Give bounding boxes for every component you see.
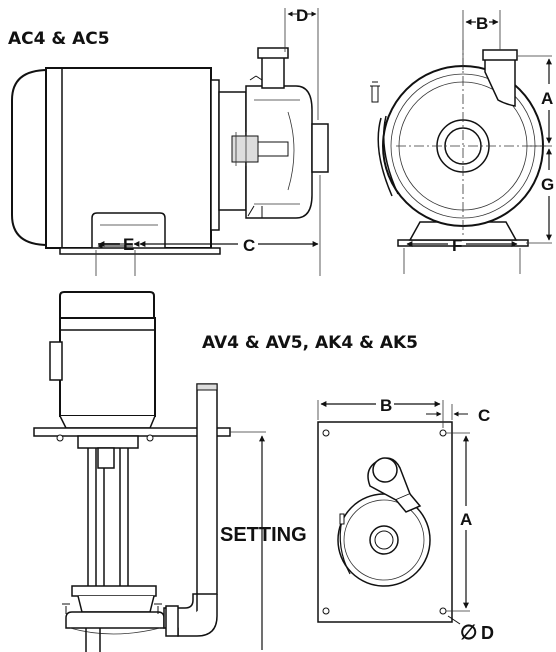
dimension-setting: SETTING: [220, 431, 307, 650]
dimension-d-top: D: [284, 6, 319, 120]
diameter-symbol: ∅: [460, 622, 477, 644]
label-e-top: E: [123, 235, 134, 254]
label-g-top: G: [541, 175, 554, 194]
dimension-b-c-bottom: B C: [317, 396, 490, 428]
label-a-bottom: A: [460, 510, 472, 529]
side-view-horizontal-pump: [11, 47, 329, 255]
label-a-top: A: [541, 89, 553, 108]
label-d-top: D: [296, 6, 308, 25]
model-label-bottom: AV4 & AV5, AK4 & AK5: [202, 333, 418, 353]
front-view-volute: [370, 40, 546, 247]
label-setting: SETTING: [220, 524, 307, 546]
label-f-top: F: [452, 236, 462, 255]
dimension-d-bottom: ∅ D: [447, 615, 494, 644]
dimension-b-top: B: [462, 10, 501, 70]
dimension-f-top: F: [403, 236, 521, 274]
label-d-bottom: D: [481, 623, 494, 643]
label-b-top: B: [476, 14, 488, 33]
mounting-plate-top-view: [317, 421, 453, 623]
label-c-top: C: [243, 236, 255, 255]
model-label-top: AC4 & AC5: [8, 29, 110, 49]
vertical-pump: [33, 291, 231, 652]
dimension-a-bottom: A: [446, 432, 472, 612]
dimension-a-g-top: A G: [518, 55, 554, 244]
label-b-bottom: B: [380, 396, 392, 415]
label-c-bottom: C: [478, 406, 490, 425]
